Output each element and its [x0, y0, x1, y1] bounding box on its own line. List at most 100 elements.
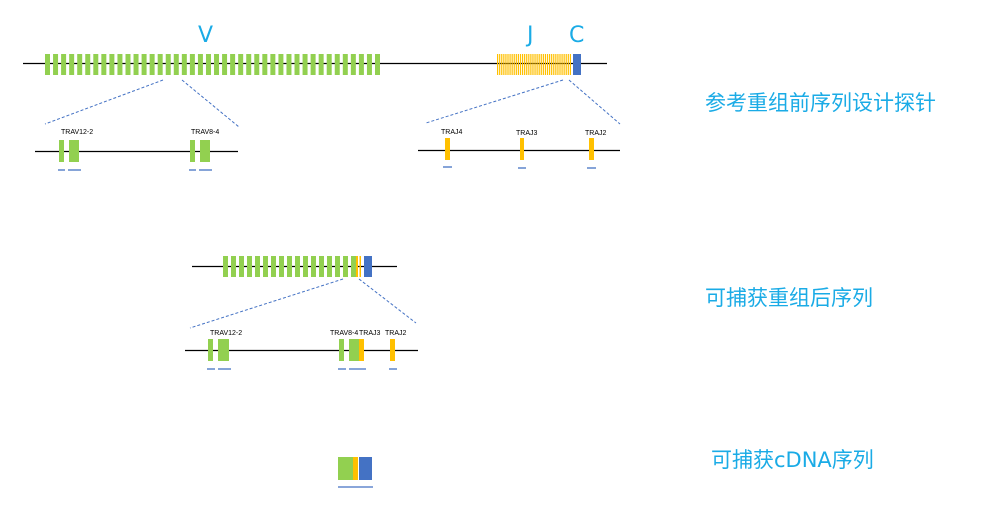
v-gene-segment [61, 54, 67, 75]
j-gene-segment [549, 54, 551, 75]
v-gene-leader-exon [208, 339, 213, 361]
v-gene-leader-exon [339, 339, 344, 361]
j-gene-segment [517, 54, 519, 75]
v-gene-segment [302, 54, 308, 75]
cdna-c-segment [359, 457, 372, 480]
v-gene-segment [125, 54, 131, 75]
v-gene-segment [141, 54, 147, 75]
j-gene-segment [567, 54, 569, 75]
caption-cdna-capture: 可捕获cDNA序列 [711, 448, 874, 472]
j-gene-segment [497, 54, 499, 75]
cdna-section [338, 457, 373, 488]
j-gene-segment [542, 54, 544, 75]
rearranged-section: TRAV12-2 TRAV8-4 TRAJ3 TRAJ2 [185, 256, 418, 370]
v-gene-segment [326, 54, 332, 75]
j-gene-segment [513, 54, 515, 75]
gene-label: TRAJ3 [516, 130, 538, 137]
j-gene-segment [526, 54, 528, 75]
v-gene-exon [200, 140, 210, 162]
v-gene-segment [69, 54, 75, 75]
v-gene-segment [246, 54, 252, 75]
v-gene-segment [278, 54, 284, 75]
v-gene-segment [294, 54, 300, 75]
germline-j-segments [497, 54, 571, 75]
rearranged-zoom-line-left [189, 278, 344, 329]
v-gene-segment [335, 256, 340, 277]
v-zoom-line-left [44, 79, 164, 125]
j-gene-segment [559, 54, 561, 75]
j-gene-segment [509, 54, 511, 75]
v-gene-segment [230, 54, 236, 75]
v-gene-segment [157, 54, 163, 75]
c-region-label: C [569, 23, 584, 48]
j-gene-segment [511, 54, 513, 75]
v-gene-segment [375, 54, 380, 75]
v-gene-exon [218, 339, 229, 361]
v-gene-segment [149, 54, 155, 75]
j-gene-segment [563, 54, 565, 75]
j-gene-segment [359, 339, 364, 361]
v-gene-segment [310, 54, 316, 75]
j-gene-segment [569, 54, 571, 75]
gene-label: TRAV8-4 [330, 330, 358, 337]
v-gene-segment [133, 54, 139, 75]
j-gene-segment [557, 54, 559, 75]
j-region-label: J [525, 23, 534, 48]
gene-label: TRAV12-2 [210, 330, 242, 337]
j-gene-segment [546, 54, 549, 75]
v-gene-segment [271, 256, 276, 277]
v-gene-segment [205, 54, 211, 75]
gene-label: TRAV8-4 [191, 129, 219, 136]
v-gene-segment [239, 256, 244, 277]
j-detail: TRAJ4 TRAJ3 TRAJ2 [418, 129, 620, 169]
rearranged-j-segment [359, 256, 361, 277]
rearranged-c-segment [364, 256, 372, 277]
v-gene-segment [327, 256, 332, 277]
v-gene-segment [286, 54, 292, 75]
caption-rearranged-capture: 可捕获重组后序列 [705, 286, 873, 310]
caption-germline-probe-design: 参考重组前序列设计探针 [705, 91, 936, 115]
rearranged-j-segment [356, 256, 358, 277]
v-gene-segment [189, 54, 195, 75]
v-gene-segment [173, 54, 179, 75]
v-gene-exon [349, 339, 359, 361]
v-gene-segment [303, 256, 308, 277]
j-gene-segment [532, 54, 534, 75]
v-gene-segment [262, 54, 268, 75]
v-gene-leader-exon [59, 140, 64, 162]
v-gene-segment [181, 54, 187, 75]
j-gene-segment [544, 54, 547, 75]
j-gene-segment [507, 54, 509, 75]
rearranged-detail: TRAV12-2 TRAV8-4 TRAJ3 TRAJ2 [185, 330, 418, 370]
j-gene-segment [534, 54, 536, 75]
v-region-label: V [198, 23, 213, 48]
j-gene-segment [499, 54, 501, 75]
v-gene-segment [254, 54, 260, 75]
v-gene-segment [247, 256, 252, 277]
v-gene-segment [319, 256, 324, 277]
v-gene-segment [197, 54, 203, 75]
j-gene-segment [521, 54, 524, 75]
v-gene-segment [85, 54, 91, 75]
j-gene-segment [565, 54, 567, 75]
j-gene-segment [445, 138, 450, 160]
j-gene-segment [390, 339, 395, 361]
j-gene-segment [589, 138, 594, 160]
v-gene-segment [343, 256, 348, 277]
j-gene-segment [505, 54, 507, 75]
germline-c-segment [573, 54, 581, 75]
germline-v-segments [45, 54, 380, 75]
rearranged-zoom-line-right [358, 278, 417, 324]
cdna-v-segment [338, 457, 353, 480]
v-zoom-line-right [181, 79, 240, 128]
v-gene-segment [351, 256, 356, 277]
v-gene-segment [223, 256, 228, 277]
j-gene-segment [530, 54, 532, 75]
gene-label: TRAJ2 [385, 330, 407, 337]
j-gene-segment [553, 54, 555, 75]
v-gene-segment [109, 54, 115, 75]
v-gene-segment [270, 54, 276, 75]
v-gene-segment [222, 54, 228, 75]
v-gene-exon [69, 140, 79, 162]
